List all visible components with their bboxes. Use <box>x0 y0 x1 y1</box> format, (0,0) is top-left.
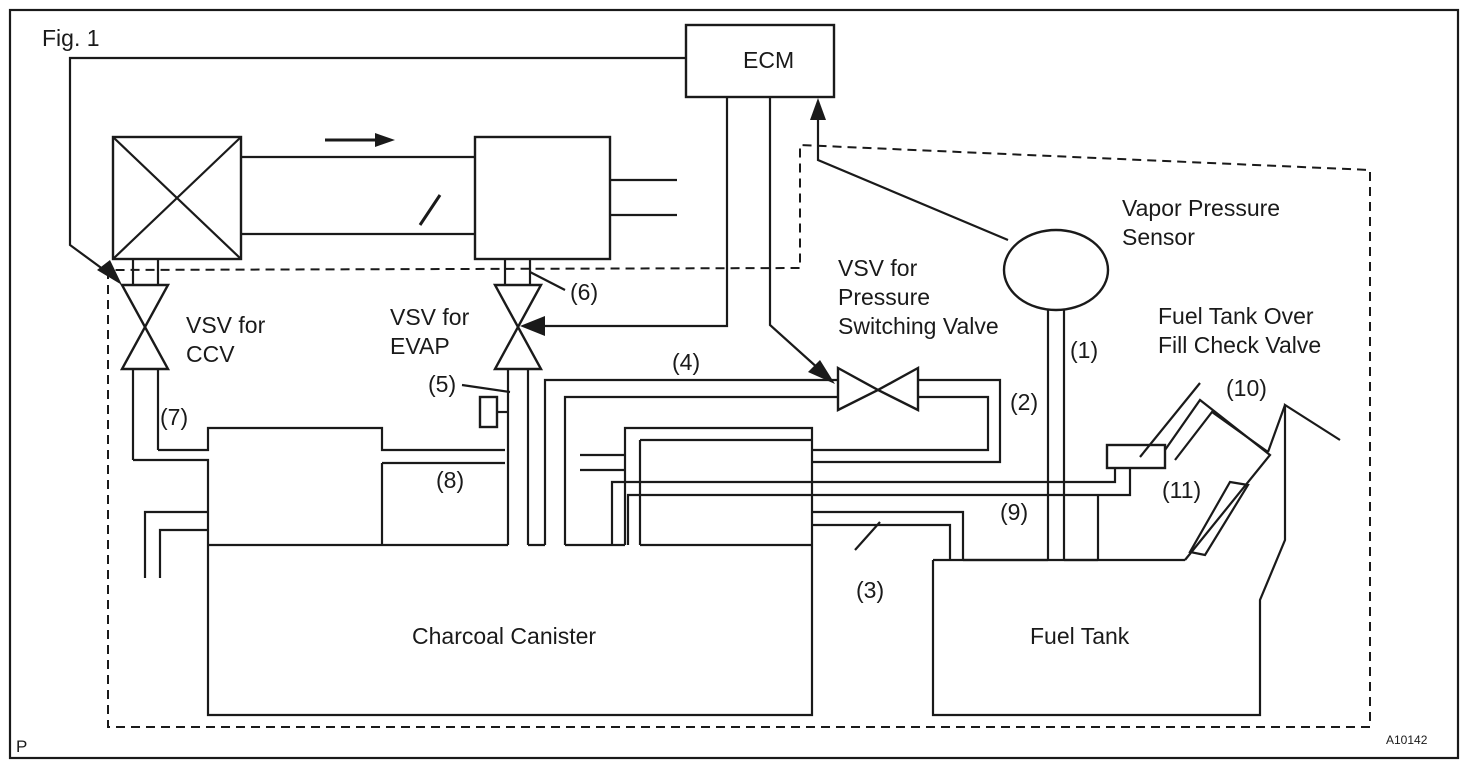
vsv-pressure-label-2: Pressure <box>838 284 930 310</box>
callout-5: (5) <box>428 371 456 397</box>
callout-1: (1) <box>1070 337 1098 363</box>
callout-8: (8) <box>436 467 464 493</box>
callout-6: (6) <box>570 279 598 305</box>
callout-4: (4) <box>672 349 700 375</box>
sensor-signal-arrowhead <box>810 98 826 120</box>
callout-7: (7) <box>160 404 188 430</box>
ecm-label: ECM <box>743 47 794 73</box>
vsv-evap-label-1: VSV for <box>390 304 470 330</box>
callout-3: (3) <box>856 577 884 603</box>
vsv-pressure-switching <box>836 365 881 412</box>
ecm-to-evap-wire <box>545 97 729 328</box>
check-valve-label-1: Fuel Tank Over <box>1158 303 1314 329</box>
canister-label: Charcoal Canister <box>412 623 596 649</box>
figure-code: A10142 <box>1386 733 1428 747</box>
intake-manifold <box>473 135 612 261</box>
vapor-sensor-label-2: Sensor <box>1122 224 1195 250</box>
evap-signal-arrowhead <box>520 316 545 336</box>
callout-2: (2) <box>1010 389 1038 415</box>
corner-mark: P <box>16 737 27 756</box>
figure-label: Fig. 1 <box>42 25 100 51</box>
fuel-tank-over-fill-check-valve <box>1105 443 1167 470</box>
sensor-to-ecm-line <box>816 118 1009 242</box>
callout-9: (9) <box>1000 499 1028 525</box>
vsv-pressure-label-1: VSV for <box>838 255 918 281</box>
callout-11: (11) <box>1162 477 1201 503</box>
ecm-box <box>684 23 836 99</box>
ccv-signal-arrowhead <box>97 260 122 285</box>
vsv-evap <box>492 283 544 330</box>
vsv-pressure-label-3: Switching Valve <box>838 313 999 339</box>
pressure-vsv-signal-arrowhead <box>808 360 835 384</box>
vapor-sensor-label-1: Vapor Pressure <box>1122 195 1280 221</box>
fuel-tank-label: Fuel Tank <box>1030 623 1130 649</box>
figure-frame <box>8 8 1460 760</box>
dashed-boundary <box>107 143 1371 728</box>
vsv-evap-label-2: EVAP <box>390 333 450 359</box>
callout-10: (10) <box>1226 375 1267 401</box>
vsv-ccv-label-2: CCV <box>186 341 235 367</box>
vsv-ccv <box>119 283 171 330</box>
check-valve-label-2: Fill Check Valve <box>1158 332 1321 358</box>
evap-test-port <box>478 395 499 429</box>
vapor-pressure-sensor <box>1002 228 1110 312</box>
charcoal-canister <box>206 545 814 717</box>
canister-top-outline <box>158 426 505 452</box>
ecm-to-ccv-signal-line <box>68 56 685 279</box>
ecm-to-pressure-vsv-wire <box>768 97 821 371</box>
vsv-ccv-label-1: VSV for <box>186 312 266 338</box>
